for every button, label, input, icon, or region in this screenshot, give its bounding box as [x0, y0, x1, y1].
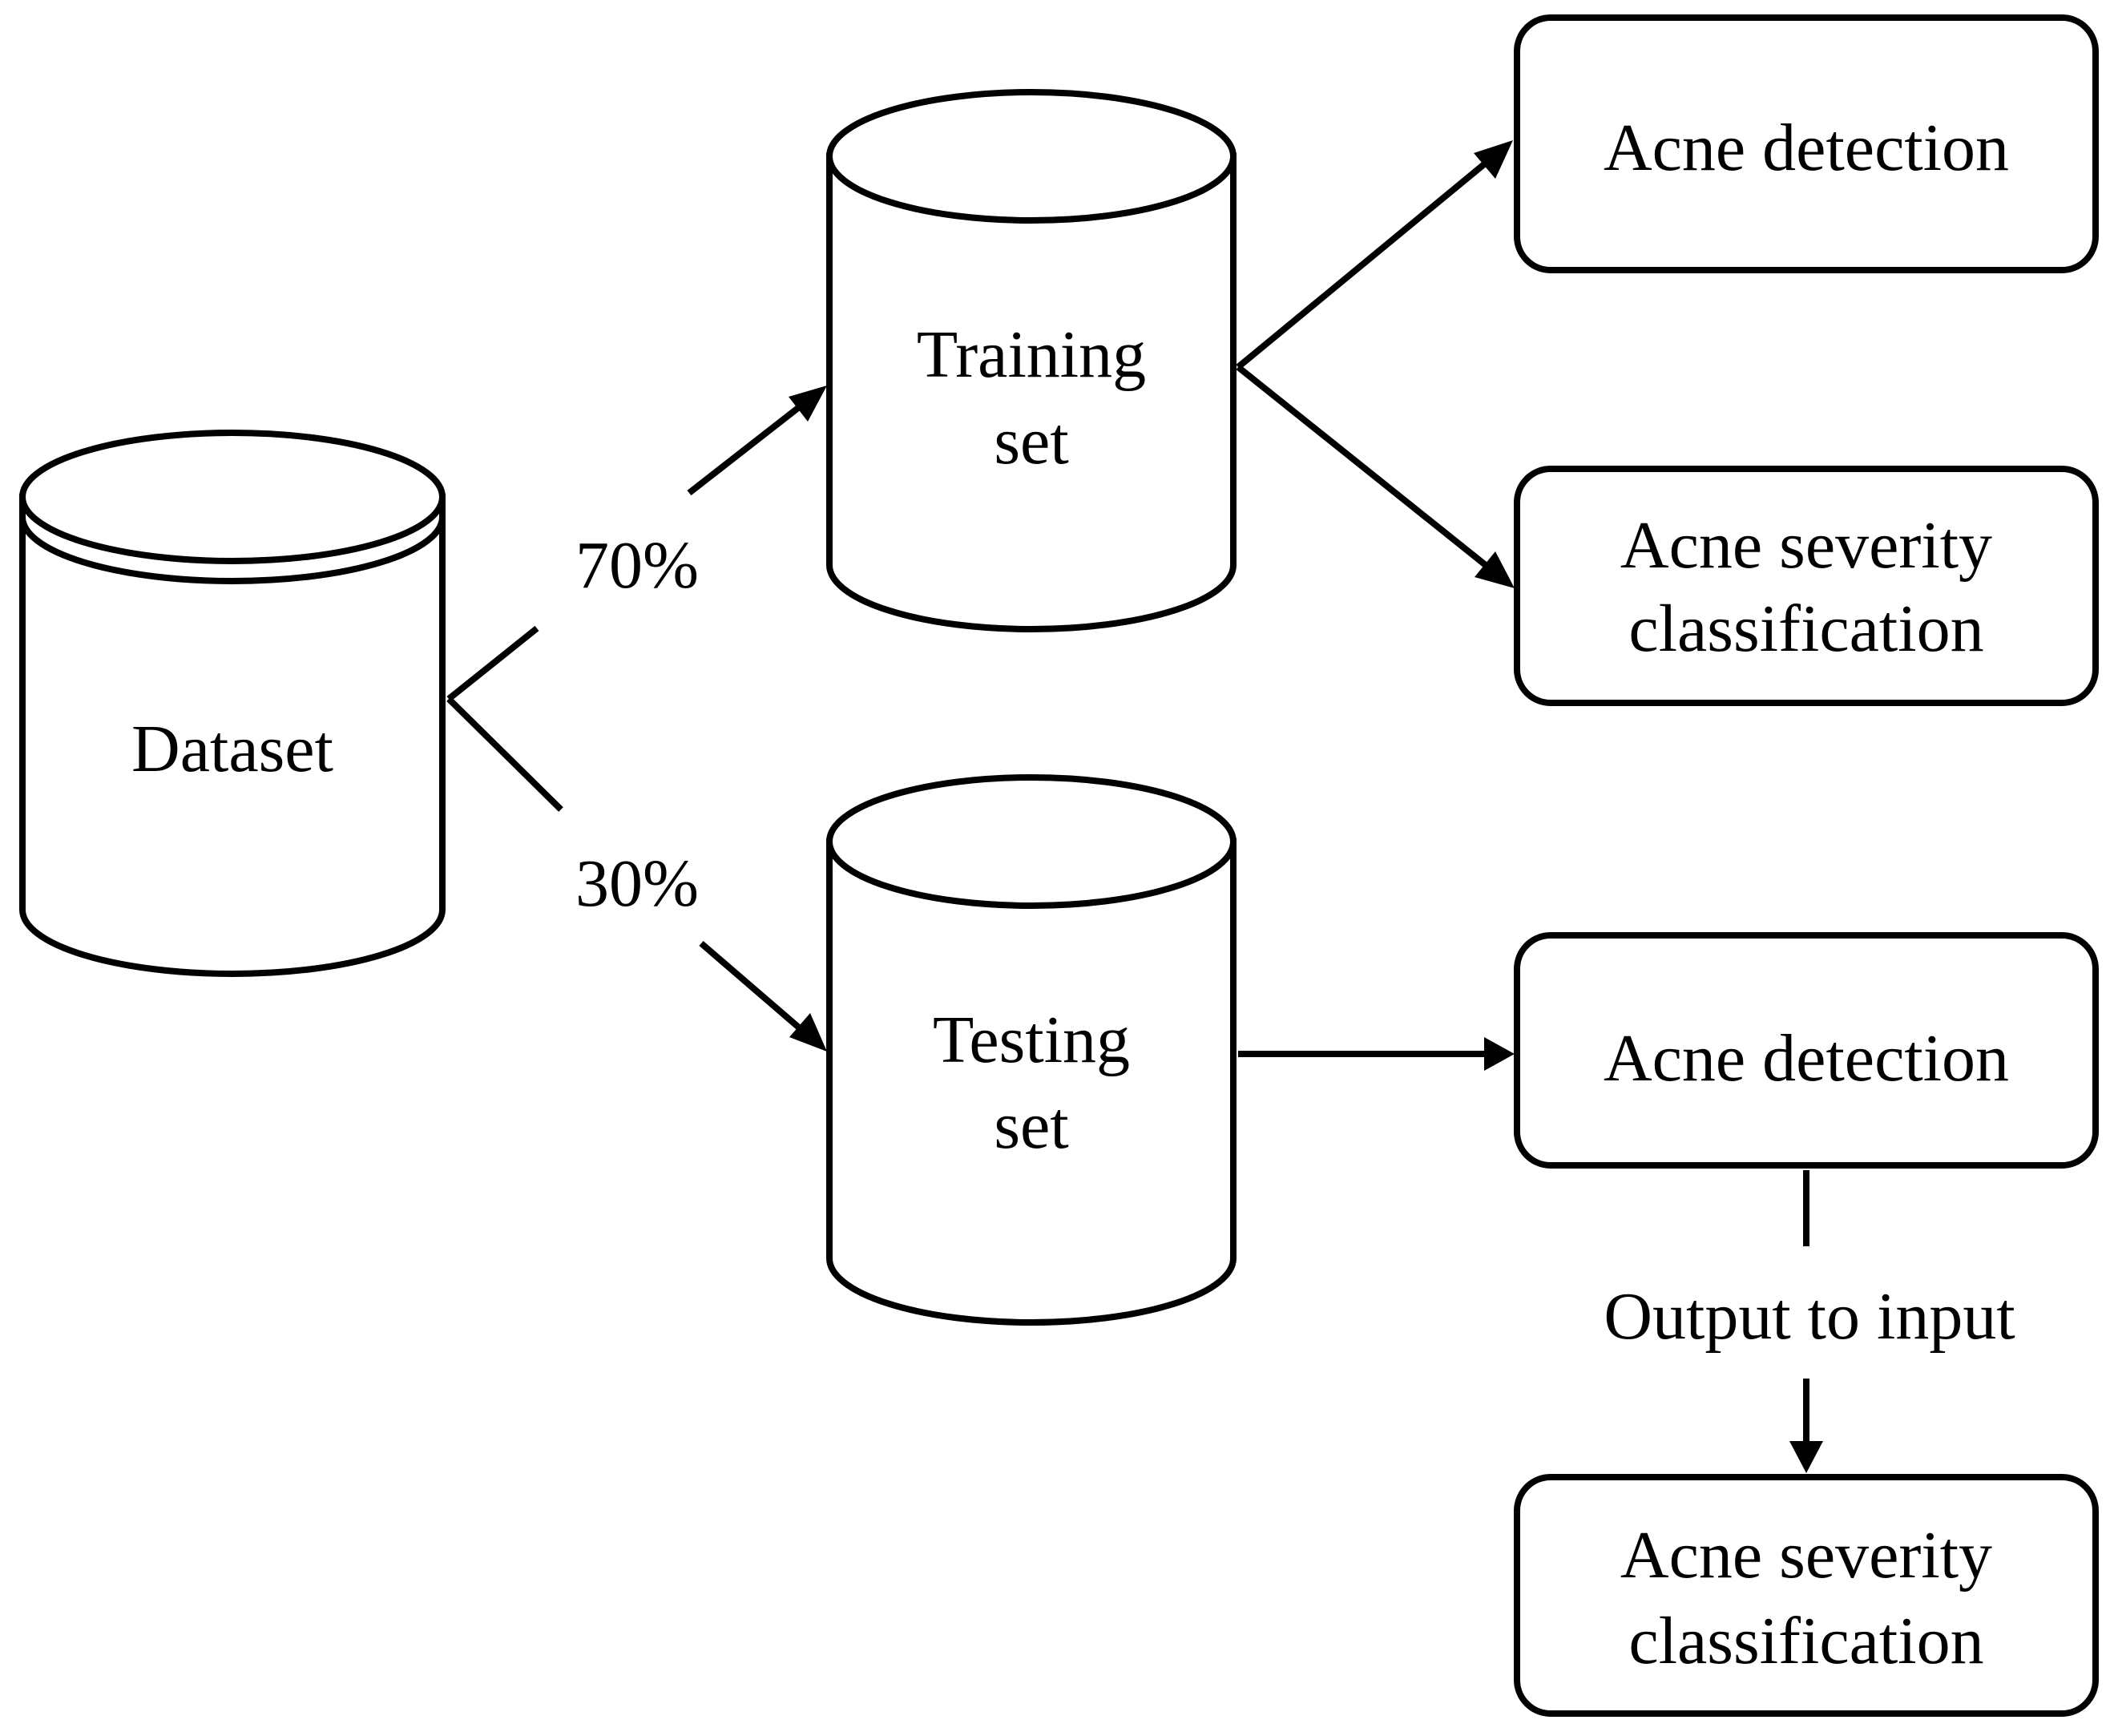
edge-label-output-to-input: Output to input: [1604, 1279, 2015, 1354]
train-detection-label: Acne detection: [1604, 111, 2009, 185]
testing-set-label-line2: set: [994, 1088, 1068, 1163]
training-set-label-line1: Training: [917, 317, 1146, 392]
edge-training-to-detection: [1236, 140, 1513, 370]
test-severity-label-line2: classification: [1628, 1604, 1983, 1678]
node-dataset: Dataset: [19, 430, 446, 977]
edge-dataset-to-training: [446, 386, 827, 702]
dataset-label: Dataset: [131, 712, 333, 786]
node-training-set: Training set: [826, 89, 1237, 632]
node-train-acne-detection: Acne detection: [1514, 14, 2099, 273]
arrowhead-icon: [789, 386, 827, 422]
arrowhead-icon: [1474, 140, 1513, 179]
test-severity-label-line1: Acne severity: [1620, 1518, 1992, 1593]
edge-label-70: 70%: [575, 528, 699, 603]
node-testing-set: Testing set: [826, 774, 1237, 1326]
testing-set-label-line1: Testing: [933, 1003, 1130, 1077]
arrowhead-icon: [789, 1013, 827, 1052]
edge-label-30: 30%: [575, 846, 699, 921]
edge-testing-to-detection: [1238, 1037, 1515, 1071]
node-test-acne-detection: Acne detection: [1514, 932, 2099, 1169]
arrowhead-icon: [1484, 1037, 1515, 1071]
train-severity-label-line1: Acne severity: [1620, 508, 1992, 583]
node-train-acne-severity: Acne severity classification: [1514, 466, 2099, 706]
train-severity-label-line2: classification: [1628, 591, 1983, 666]
arrowhead-icon: [1789, 1441, 1823, 1473]
arrowhead-icon: [1475, 551, 1515, 588]
edge-detection-to-severity: [1789, 1170, 1823, 1473]
training-set-label-line2: set: [994, 404, 1068, 478]
edge-training-to-severity: [1236, 364, 1515, 588]
test-detection-label: Acne detection: [1604, 1021, 2009, 1096]
node-test-acne-severity: Acne severity classification: [1514, 1474, 2099, 1717]
edge-dataset-to-testing: [446, 696, 827, 1052]
